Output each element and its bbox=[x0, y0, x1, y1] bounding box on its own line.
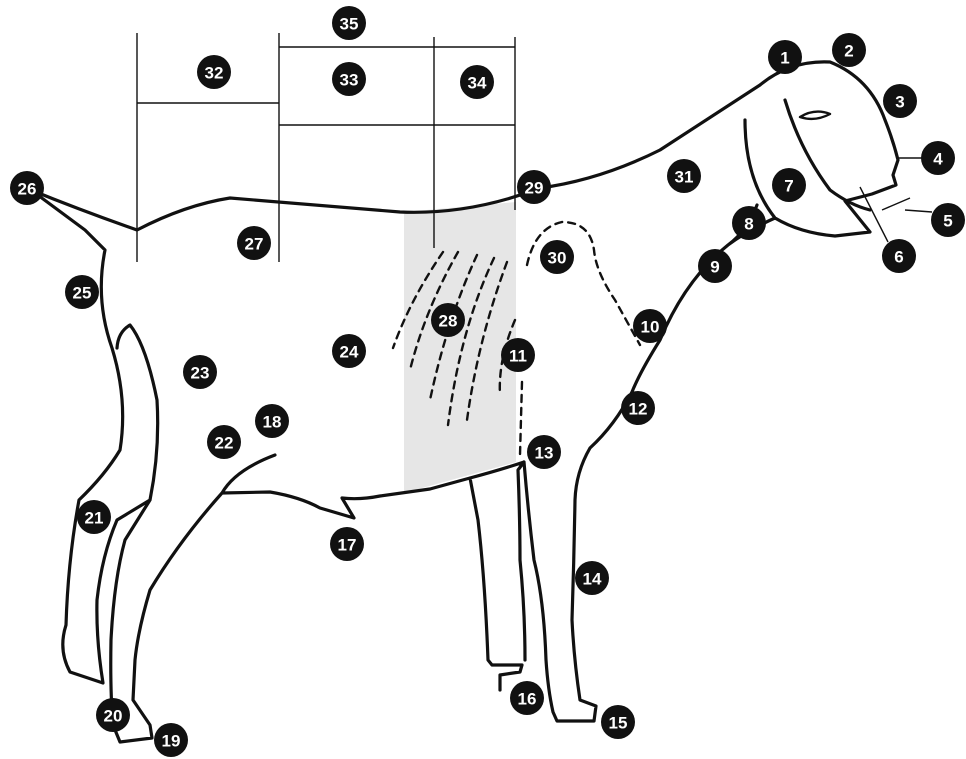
marker-label: 17 bbox=[338, 536, 357, 555]
marker-29: 29 bbox=[517, 170, 551, 204]
marker-23: 23 bbox=[183, 355, 217, 389]
eye bbox=[800, 112, 830, 119]
marker-33: 33 bbox=[332, 62, 366, 96]
marker-label: 26 bbox=[18, 180, 37, 199]
marker-11: 11 bbox=[501, 338, 535, 372]
marker-label: 6 bbox=[894, 248, 903, 267]
marker-17: 17 bbox=[330, 527, 364, 561]
shaded-girth-band bbox=[404, 202, 516, 493]
marker-label: 20 bbox=[104, 707, 123, 726]
marker-34: 34 bbox=[460, 65, 494, 99]
marker-35: 35 bbox=[332, 6, 366, 40]
marker-label: 32 bbox=[205, 64, 224, 83]
marker-5: 5 bbox=[931, 203, 965, 237]
marker-15: 15 bbox=[601, 705, 635, 739]
marker-4: 4 bbox=[921, 141, 955, 175]
marker-24: 24 bbox=[332, 334, 366, 368]
marker-label: 12 bbox=[629, 400, 648, 419]
marker-9: 9 bbox=[698, 249, 732, 283]
marker-label: 9 bbox=[710, 258, 719, 277]
marker-label: 14 bbox=[583, 570, 602, 589]
marker-3: 3 bbox=[883, 84, 917, 118]
marker-22: 22 bbox=[207, 425, 241, 459]
marker-label: 18 bbox=[263, 413, 282, 432]
marker-31: 31 bbox=[667, 159, 701, 193]
marker-label: 22 bbox=[215, 434, 234, 453]
marker-12: 12 bbox=[621, 391, 655, 425]
marker-label: 21 bbox=[85, 509, 104, 528]
marker-20: 20 bbox=[96, 698, 130, 732]
marker-14: 14 bbox=[575, 561, 609, 595]
marker-28: 28 bbox=[431, 303, 465, 337]
marker-8: 8 bbox=[732, 206, 766, 240]
marker-label: 16 bbox=[518, 690, 537, 709]
marker-label: 11 bbox=[509, 347, 527, 366]
marker-label: 10 bbox=[641, 318, 660, 337]
marker-13: 13 bbox=[527, 435, 561, 469]
marker-10: 10 bbox=[633, 309, 667, 343]
marker-19: 19 bbox=[154, 723, 188, 757]
marker-label: 7 bbox=[784, 177, 793, 196]
marker-label: 1 bbox=[780, 49, 789, 68]
marker-6: 6 bbox=[882, 239, 916, 273]
marker-label: 25 bbox=[73, 284, 92, 303]
marker-7: 7 bbox=[772, 168, 806, 202]
marker-label: 2 bbox=[844, 42, 853, 61]
marker-1: 1 bbox=[768, 40, 802, 74]
marker-26: 26 bbox=[10, 171, 44, 205]
marker-label: 8 bbox=[744, 215, 753, 234]
mouth-pointer-5 bbox=[882, 198, 910, 210]
marker-18: 18 bbox=[255, 404, 289, 438]
marker-16: 16 bbox=[510, 681, 544, 715]
marker-label: 4 bbox=[933, 150, 943, 169]
marker-label: 27 bbox=[245, 235, 264, 254]
marker-label: 35 bbox=[340, 15, 359, 34]
shoulder-dashed-outline bbox=[527, 222, 640, 345]
marker-label: 3 bbox=[895, 93, 904, 112]
marker-2: 2 bbox=[832, 33, 866, 67]
marker-32: 32 bbox=[197, 55, 231, 89]
marker-21: 21 bbox=[77, 500, 111, 534]
marker-label: 31 bbox=[675, 168, 694, 187]
marker-label: 24 bbox=[340, 343, 359, 362]
marker-label: 19 bbox=[162, 732, 181, 751]
marker-label: 28 bbox=[439, 312, 458, 331]
marker-25: 25 bbox=[65, 275, 99, 309]
marker-30: 30 bbox=[540, 240, 574, 274]
marker-27: 27 bbox=[237, 226, 271, 260]
marker-label: 23 bbox=[191, 364, 210, 383]
marker-label: 29 bbox=[525, 179, 544, 198]
marker-label: 30 bbox=[548, 249, 567, 268]
marker-label: 33 bbox=[340, 71, 359, 90]
elbow-dashed-line bbox=[520, 382, 522, 455]
marker-label: 34 bbox=[468, 74, 487, 93]
marker-label: 15 bbox=[609, 714, 628, 733]
mouth-pointer-5b bbox=[905, 210, 932, 212]
marker-label: 5 bbox=[943, 212, 952, 231]
marker-label: 13 bbox=[535, 444, 554, 463]
